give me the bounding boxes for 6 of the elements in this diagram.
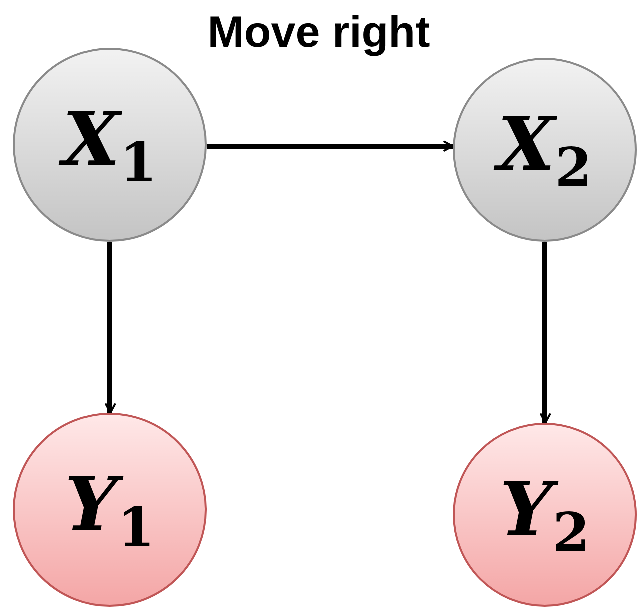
variable-label: Y$_{2}$ (500, 466, 590, 564)
variable-label: Y$_{1}$ (65, 462, 155, 558)
title: Move right (206, 8, 432, 58)
arrow (207, 141, 454, 152)
arrow (540, 242, 551, 424)
arrow (105, 242, 116, 414)
